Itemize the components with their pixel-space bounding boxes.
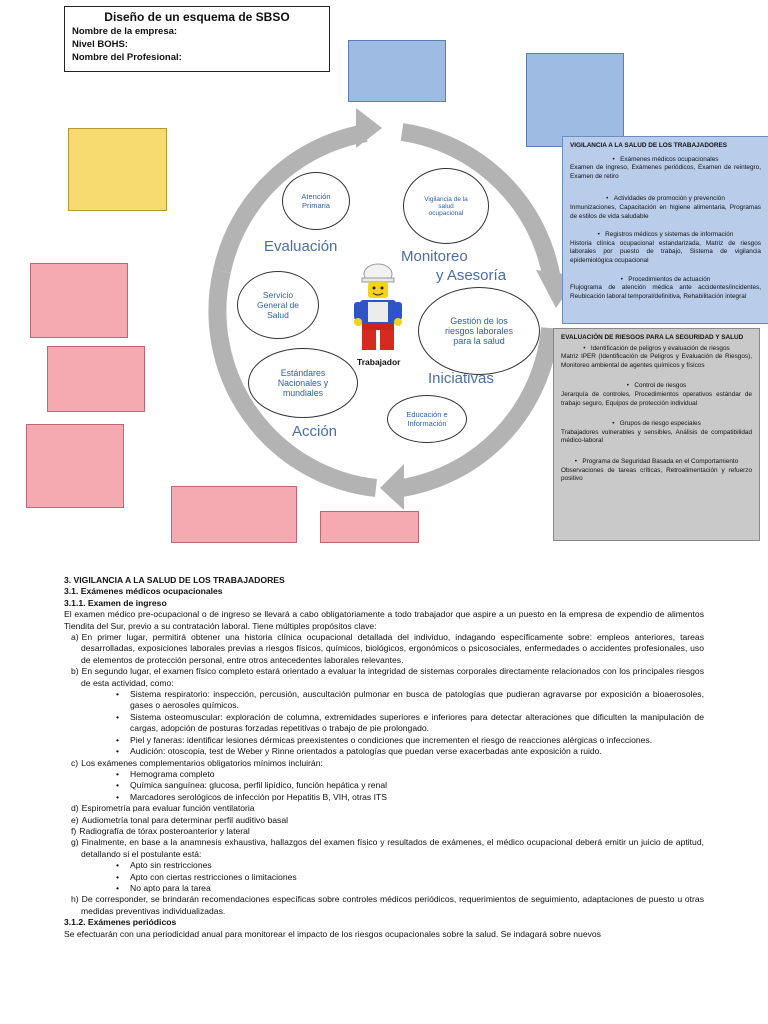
list-item-e: e)Audiometría tonal para determinar perf… bbox=[64, 815, 704, 826]
panel-riesgos-title: EVALUACIÓN DE RIESGOS PARA LA SEGURIDAD … bbox=[561, 334, 752, 343]
panel-riesgos-item-head: Identificación de peligros y evaluación … bbox=[561, 345, 752, 354]
panel-vigilancia-title: VIGILANCIA A LA SALUD DE LOS TRABAJADORE… bbox=[570, 142, 761, 151]
panel-vigilancia-item-desc: Examen de ingreso, Exámenes periódicos, … bbox=[570, 164, 761, 181]
list-item-a: a)En primer lugar, permitirá obtener una… bbox=[64, 632, 704, 666]
panel-riesgos-item-desc: Trabajadores vulnerables y sensibles, An… bbox=[561, 429, 752, 446]
item-text: Espirometría para evaluar función ventil… bbox=[82, 803, 255, 813]
panel-riesgos-item-desc: Matriz IPER (Identificación de Peligros … bbox=[561, 353, 752, 370]
bullet-item: No apto para la tarea bbox=[130, 883, 704, 894]
pink-box-2 bbox=[47, 346, 145, 412]
bullet-item: Audición: otoscopia, test de Weber y Rin… bbox=[130, 746, 704, 757]
bullet-list-b: Sistema respiratorio: inspección, percus… bbox=[64, 689, 704, 757]
panel-riesgos-item-desc: Observaciones de tareas críticas, Retroa… bbox=[561, 467, 752, 484]
item-marker: a) bbox=[71, 632, 79, 642]
bullet-item: Piel y faneras: identificar lesiones dér… bbox=[130, 735, 704, 746]
bullet-list-g: Apto sin restricciones Apto con ciertas … bbox=[64, 860, 704, 894]
bullet-item: Hemograma completo bbox=[130, 769, 704, 780]
panel-riesgos-item-head: Control de riesgos bbox=[561, 382, 752, 391]
panel-vigilancia: VIGILANCIA A LA SALUD DE LOS TRABAJADORE… bbox=[562, 136, 768, 324]
item-marker: e) bbox=[71, 815, 79, 825]
list-item-c: c)Los exámenes complementarios obligator… bbox=[64, 758, 704, 769]
item-marker: c) bbox=[71, 758, 78, 768]
panel-vigilancia-item-desc: Flujograma de atención médica ante accid… bbox=[570, 284, 761, 301]
bullet-item: Marcadores serológicos de infección por … bbox=[130, 792, 704, 803]
circle-atencion-label: Atención Primaria bbox=[293, 192, 339, 210]
item-text: En primer lugar, permitirá obtener una h… bbox=[81, 632, 704, 665]
item-marker: g) bbox=[71, 837, 79, 847]
item-marker: f) bbox=[71, 826, 76, 836]
subsubsection-heading: 3.1.1. Examen de ingreso bbox=[64, 598, 704, 609]
circle-vigilancia: Vigilancia de la salud ocupacional bbox=[403, 168, 489, 244]
periodic-paragraph: Se efectuarán con una periodicidad anual… bbox=[64, 929, 704, 940]
subsubsection-heading: 3.1.2. Exámenes periódicos bbox=[64, 917, 704, 928]
item-marker: d) bbox=[71, 803, 79, 813]
list-item-h: h)De corresponder, se brindarán recomend… bbox=[64, 894, 704, 917]
bullet-item: Apto con ciertas restricciones o limitac… bbox=[130, 872, 704, 883]
panel-riesgos-item-head: Grupos de riesgo especiales bbox=[561, 420, 752, 429]
scheme-title: Diseño de un esquema de SBSO bbox=[72, 11, 322, 24]
header-box: Diseño de un esquema de SBSO Nombre de l… bbox=[64, 6, 330, 72]
panel-vigilancia-item-head: Actividades de promoción y prevención bbox=[570, 195, 761, 204]
panel-vigilancia-item-desc: Historia clínica ocupacional estandariza… bbox=[570, 240, 761, 266]
intro-paragraph: El examen médico pre-ocupacional o de in… bbox=[64, 609, 704, 632]
bullet-item: Química sanguínea: glucosa, perfil lipíd… bbox=[130, 780, 704, 791]
panel-riesgos-item-head: Programa de Seguridad Basada en el Compo… bbox=[561, 458, 752, 467]
item-text: Radiografía de tórax posteroanterior y l… bbox=[79, 826, 250, 836]
item-text: Los exámenes complementarios obligatorio… bbox=[81, 758, 323, 768]
circle-estandares-label: Estándares Nacionales y mundiales bbox=[267, 368, 339, 398]
panel-vigilancia-item-head: Procedimientos de actuación bbox=[570, 276, 761, 285]
accion-label: Acción bbox=[292, 423, 337, 440]
panel-vigilancia-item-desc: Inmunizaciones, Capacitación en higiene … bbox=[570, 204, 761, 221]
worker-figure-icon bbox=[352, 262, 404, 354]
trabajador-label: Trabajador bbox=[357, 357, 400, 367]
item-text: Finalmente, en base a la anamnesis exhau… bbox=[81, 837, 704, 858]
circle-atencion-primaria: Atención Primaria bbox=[282, 172, 350, 230]
circle-servicio-salud: Servicio General de Salud bbox=[237, 271, 319, 339]
list-item-d: d)Espirometría para evaluar función vent… bbox=[64, 803, 704, 814]
list-item-g: g)Finalmente, en base a la anamnesis exh… bbox=[64, 837, 704, 860]
panel-riesgos-item-desc: Jerarquía de controles, Procedimientos o… bbox=[561, 391, 752, 408]
circle-educacion: Educación e Información bbox=[387, 395, 467, 443]
pink-box-3 bbox=[26, 424, 124, 508]
panel-vigilancia-item-head: Exámenes médicos ocupacionales bbox=[570, 156, 761, 165]
company-label: Nombre de la empresa: bbox=[72, 25, 322, 38]
circle-gestion-riesgos: Gestión de los riesgos laborales para la… bbox=[418, 287, 540, 375]
bullet-list-c: Hemograma completo Química sanguínea: gl… bbox=[64, 769, 704, 803]
item-text: En segundo lugar, el examen físico compl… bbox=[81, 666, 704, 687]
circle-educacion-label: Educación e Información bbox=[399, 410, 455, 428]
circle-vigilancia-label: Vigilancia de la salud ocupacional bbox=[421, 196, 471, 217]
subsection-heading: 3.1. Exámenes médicos ocupacionales bbox=[64, 586, 704, 597]
asesoria-label: y Asesoría bbox=[436, 267, 506, 284]
professional-label: Nombre del Profesional: bbox=[72, 51, 322, 64]
monitoreo-label: Monitoreo bbox=[401, 248, 468, 265]
bohs-level-label: Nivel BOHS: bbox=[72, 38, 322, 51]
circle-gestion-label: Gestión de los riesgos laborales para la… bbox=[440, 316, 518, 346]
panel-vigilancia-item-head: Registros médicos y sistemas de informac… bbox=[570, 231, 761, 240]
pink-box-1 bbox=[30, 263, 128, 338]
item-text: Audiometría tonal para determinar perfil… bbox=[82, 815, 288, 825]
document-body: 3. VIGILANCIA A LA SALUD DE LOS TRABAJAD… bbox=[64, 575, 704, 940]
bullet-item: Sistema respiratorio: inspección, percus… bbox=[130, 689, 704, 712]
bullet-item: Sistema osteomuscular: exploración de co… bbox=[130, 712, 704, 735]
item-marker: b) bbox=[71, 666, 79, 676]
yellow-box bbox=[68, 128, 167, 211]
circle-servicio-label: Servicio General de Salud bbox=[250, 290, 306, 320]
item-marker: h) bbox=[71, 894, 79, 904]
circle-estandares: Estándares Nacionales y mundiales bbox=[248, 348, 358, 418]
section-heading: 3. VIGILANCIA A LA SALUD DE LOS TRABAJAD… bbox=[64, 575, 704, 586]
item-text: De corresponder, se brindarán recomendac… bbox=[81, 894, 704, 915]
list-item-b: b)En segundo lugar, el examen físico com… bbox=[64, 666, 704, 689]
blue-box-top bbox=[348, 40, 446, 102]
bullet-item: Apto sin restricciones bbox=[130, 860, 704, 871]
list-item-f: f)Radiografía de tórax posteroanterior y… bbox=[64, 826, 704, 837]
evaluacion-label: Evaluación bbox=[264, 238, 337, 255]
panel-riesgos: EVALUACIÓN DE RIESGOS PARA LA SEGURIDAD … bbox=[553, 328, 760, 541]
